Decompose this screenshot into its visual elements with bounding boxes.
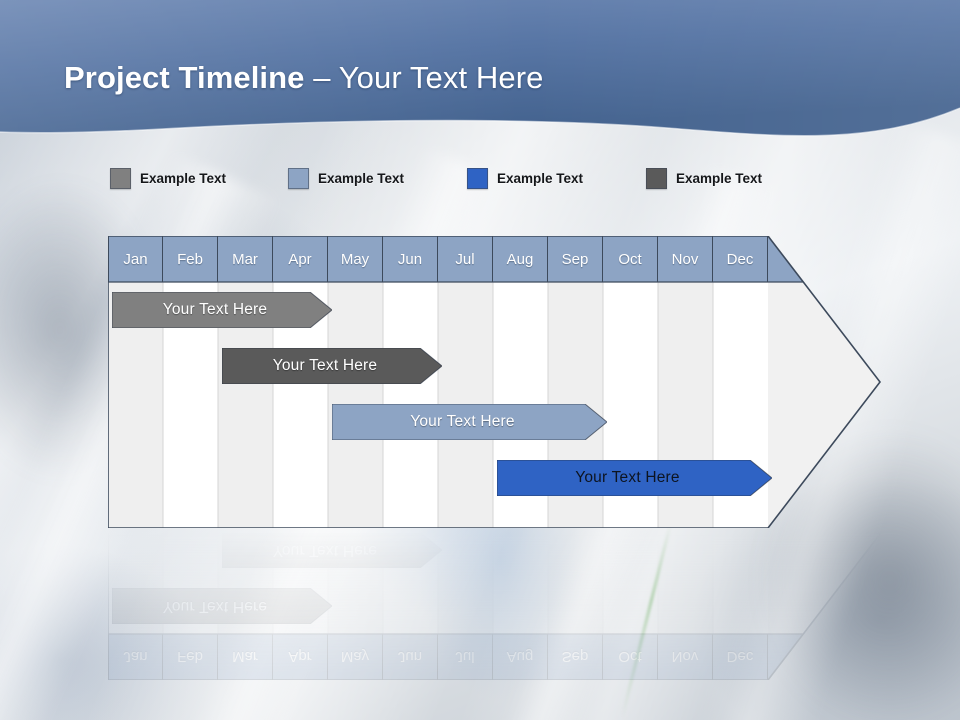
month-header-mar[interactable]: Mar [218, 236, 273, 282]
timeline-bar[interactable]: Your Text Here [112, 292, 332, 328]
timeline-bar[interactable]: Your Text Here [332, 404, 607, 440]
timeline-bar[interactable]: Your Text Here [222, 348, 442, 384]
legend-item-label: Example Text [497, 171, 584, 186]
month-band-jul [438, 236, 493, 528]
month-header-oct[interactable]: Oct [603, 236, 658, 282]
month-header-may[interactable]: May [328, 236, 383, 282]
page-title: Project Timeline – Your Text Here [64, 60, 543, 96]
timeline-bar-label: Your Text Here [575, 469, 680, 486]
legend-item-label: Example Text [140, 171, 227, 186]
timeline-bar-arrow [497, 460, 772, 496]
legend-color-swatch [646, 168, 667, 189]
legend-item[interactable]: Example Text [646, 168, 762, 189]
month-band-feb [163, 236, 218, 528]
month-header-fill [108, 236, 880, 282]
month-header-nov[interactable]: Nov [658, 236, 713, 282]
timeline-bar-label: Your Text Here [272, 357, 378, 374]
month-header-jun[interactable]: Jun [383, 236, 438, 282]
legend-item[interactable]: Example Text [110, 168, 226, 189]
timeline-bar-shape [332, 404, 607, 440]
page-title-bold: Project Timeline [64, 60, 305, 95]
header-banner-shape [0, 0, 960, 137]
timeline-bar-label: Your Text Here [410, 413, 515, 430]
header-banner: Project Timeline – Your Text Here [0, 0, 960, 150]
month-header-apr[interactable]: Apr [273, 236, 328, 282]
chart-arrow-outline [108, 236, 882, 528]
month-header-jan[interactable]: Jan [108, 236, 163, 282]
legend-item[interactable]: Example Text [467, 168, 583, 189]
legend-color-swatch [110, 168, 131, 189]
timeline-bar-shape [497, 460, 772, 496]
month-header-aug[interactable]: Aug [493, 236, 548, 282]
month-band-jan [108, 236, 163, 528]
timeline-bar-arrow [222, 348, 442, 384]
legend-item-label: Example Text [676, 171, 763, 186]
month-header-dec[interactable]: Dec [713, 236, 768, 282]
legend-color-swatch [467, 168, 488, 189]
legend-item[interactable]: Example Text [288, 168, 404, 189]
timeline-bar-shape [112, 292, 332, 328]
timeline-bar[interactable]: Your Text Here [497, 460, 772, 496]
month-header-jul[interactable]: Jul [438, 236, 493, 282]
month-header-feb[interactable]: Feb [163, 236, 218, 282]
timeline-bar-shape [222, 348, 442, 384]
legend-color-swatch [288, 168, 309, 189]
timeline-bar-label: Your Text Here [162, 301, 268, 318]
timeline-bar-arrow [332, 404, 607, 440]
legend: Example Text Example Text Example Text Exam… [110, 168, 810, 194]
month-header-sep[interactable]: Sep [548, 236, 603, 282]
legend-item-label: Example Text [318, 171, 405, 186]
timeline-bar-arrow [112, 292, 332, 328]
page-title-rest: – Your Text Here [304, 60, 544, 95]
